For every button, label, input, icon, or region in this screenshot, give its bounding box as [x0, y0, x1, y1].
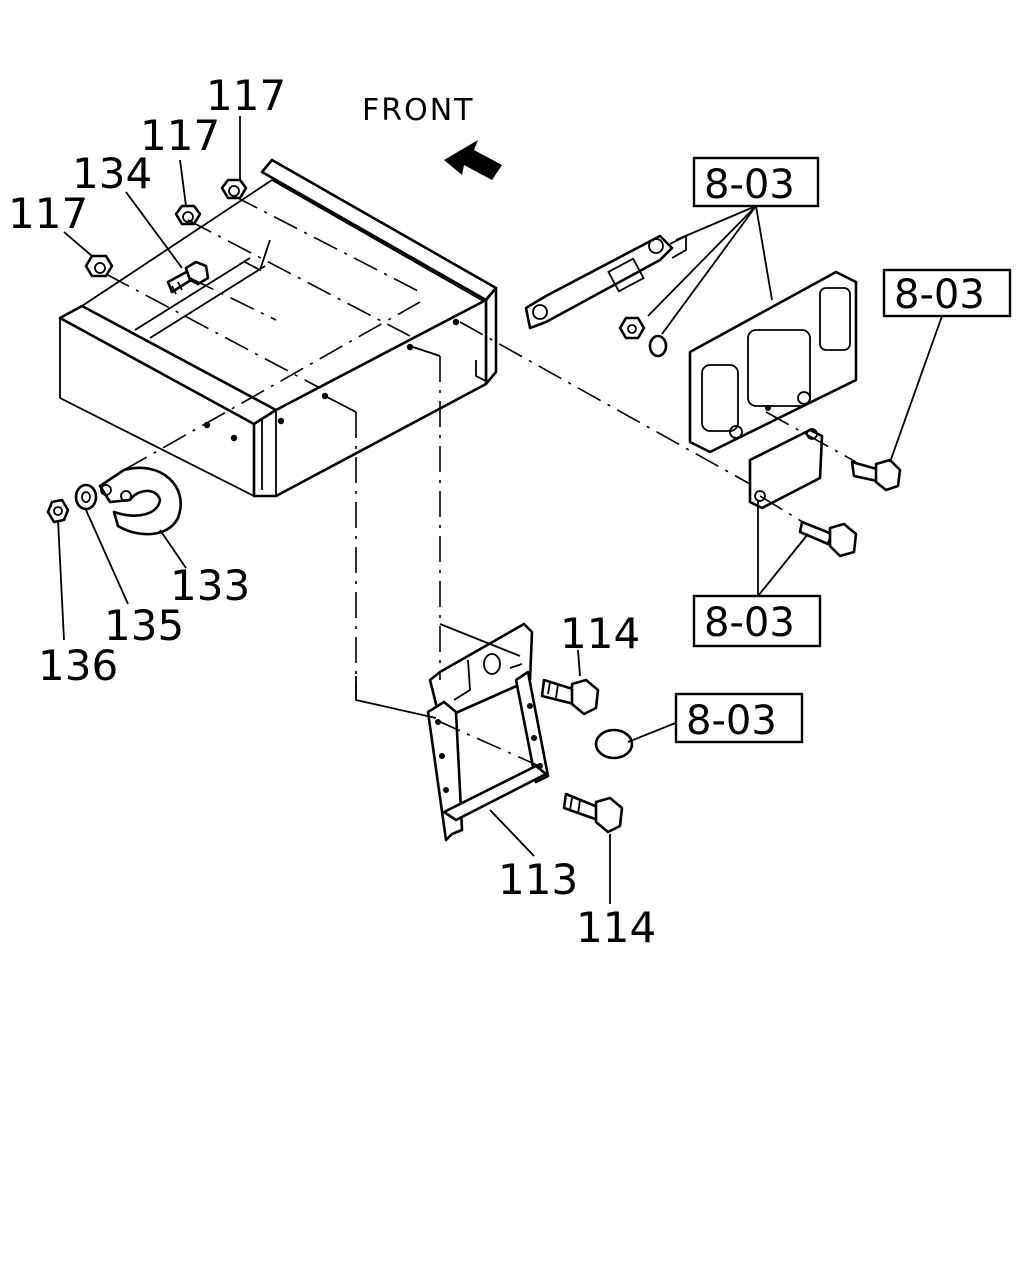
- lamp-8-03-small[interactable]: [594, 728, 634, 760]
- nut-117-left[interactable]: [84, 254, 114, 278]
- callout-113: 113: [498, 855, 578, 904]
- lamp-washer[interactable]: [648, 334, 668, 358]
- reference-box-right[interactable]: 8-03: [882, 268, 1012, 318]
- reference-label: 8-03: [686, 698, 777, 744]
- callout-135: 135: [104, 601, 184, 650]
- reference-box-upper[interactable]: 8-03: [692, 156, 820, 208]
- leader-lines: [57, 116, 943, 904]
- callout-114-lower: 114: [576, 903, 656, 952]
- reference-label: 8-03: [704, 600, 795, 646]
- plate-bolt-lower[interactable]: [798, 520, 858, 558]
- reference-label: 8-03: [704, 162, 795, 208]
- reference-label: 8-03: [894, 272, 985, 318]
- bolt-114-lower[interactable]: [562, 792, 624, 834]
- nut-136[interactable]: [46, 498, 70, 524]
- assembly-lines: [105, 195, 857, 771]
- rear-combination-lamp[interactable]: [688, 270, 858, 454]
- callout-114-upper: 114: [560, 609, 640, 658]
- callout-117-top: 117: [206, 71, 286, 120]
- reference-box-lower[interactable]: 8-03: [692, 594, 822, 648]
- tow-hook-133[interactable]: [98, 466, 182, 536]
- reference-box-lamp[interactable]: 8-03: [674, 692, 804, 744]
- nut-117-top[interactable]: [220, 178, 248, 200]
- callout-117-left: 117: [8, 189, 88, 238]
- frame-rail: [58, 158, 498, 498]
- lamp-bracket[interactable]: [524, 234, 687, 330]
- mounting-plate[interactable]: [748, 428, 824, 510]
- callout-133: 133: [170, 561, 250, 610]
- bolt-114-upper[interactable]: [540, 678, 600, 716]
- callout-134: 134: [72, 149, 152, 198]
- lamp-nut[interactable]: [618, 316, 646, 340]
- callout-136: 136: [38, 641, 118, 690]
- washer-135[interactable]: [74, 483, 98, 511]
- nut-117-middle[interactable]: [174, 204, 202, 226]
- front-arrow-icon: [444, 140, 502, 180]
- license-plate-bracket-113[interactable]: [426, 622, 550, 842]
- front-direction-label: FRONT: [362, 93, 474, 128]
- bolt-134[interactable]: [166, 260, 210, 295]
- plate-bolt-upper[interactable]: [850, 458, 902, 492]
- callout-117-middle: 117: [140, 111, 220, 160]
